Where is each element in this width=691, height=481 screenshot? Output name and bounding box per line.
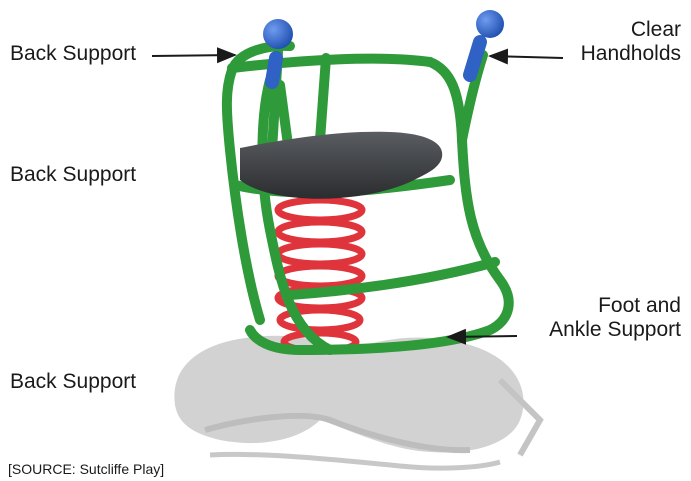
label-foot-ankle-support: Foot and Ankle Support [549, 294, 681, 342]
ground-shadow [174, 336, 540, 468]
arrow-back-support [152, 55, 235, 56]
label-clear-handholds: Clear Handholds [581, 18, 681, 66]
handle-grips [263, 10, 504, 82]
right-knob [476, 10, 504, 38]
label-foot-ankle-line1: Foot and [549, 294, 681, 318]
arrow-foot-ankle-support [448, 336, 517, 337]
label-back-support-top: Back Support [10, 42, 136, 66]
label-clear-handholds-line2: Handholds [581, 42, 681, 66]
source-caption: [SOURCE: Sutcliffe Play] [8, 461, 164, 477]
arrow-clear-handholds [490, 56, 563, 58]
green-frame [227, 46, 509, 350]
left-knob [263, 19, 293, 49]
label-foot-ankle-line2: Ankle Support [549, 318, 681, 342]
label-clear-handholds-line1: Clear [581, 18, 681, 42]
label-back-support-middle: Back Support [10, 163, 136, 187]
spring [278, 200, 362, 351]
label-back-support-bottom: Back Support [10, 370, 136, 394]
